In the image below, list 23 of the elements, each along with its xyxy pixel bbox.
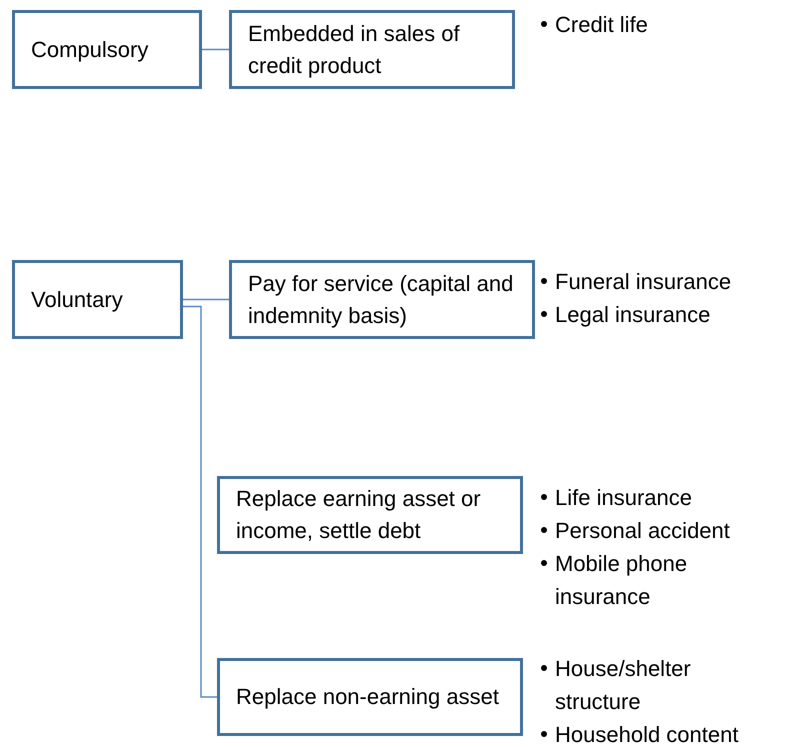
connector-line [183, 306, 217, 698]
bullet-item: Legal insurance [541, 298, 781, 331]
box-label: Replace non-earning asset [236, 683, 500, 712]
box-label: Compulsory [31, 36, 150, 64]
bullet-item: House/shelter structure [541, 652, 781, 718]
category-box [229, 260, 535, 339]
category-box [12, 260, 183, 339]
category-box [229, 10, 515, 89]
box-label: Pay for service (capital and indemnity basis) [248, 270, 514, 330]
connector-line [202, 48, 229, 50]
bullet-item: Household content [541, 718, 781, 747]
bullet-item: Mobile phone insurance [541, 547, 781, 613]
bullet-item: Personal accident [541, 514, 781, 547]
category-box [217, 658, 523, 736]
category-box [12, 10, 202, 89]
bullet-item: Credit life [541, 8, 781, 41]
box-label: Replace earning asset or income, settle debt [236, 485, 482, 545]
box-label: Embedded in sales of credit product [248, 20, 461, 80]
connector-line [183, 298, 229, 300]
bullet-item: Funeral insurance [541, 265, 781, 298]
box-label: Voluntary [31, 286, 124, 314]
bullet-item: Life insurance [541, 481, 781, 514]
category-box [217, 476, 523, 554]
